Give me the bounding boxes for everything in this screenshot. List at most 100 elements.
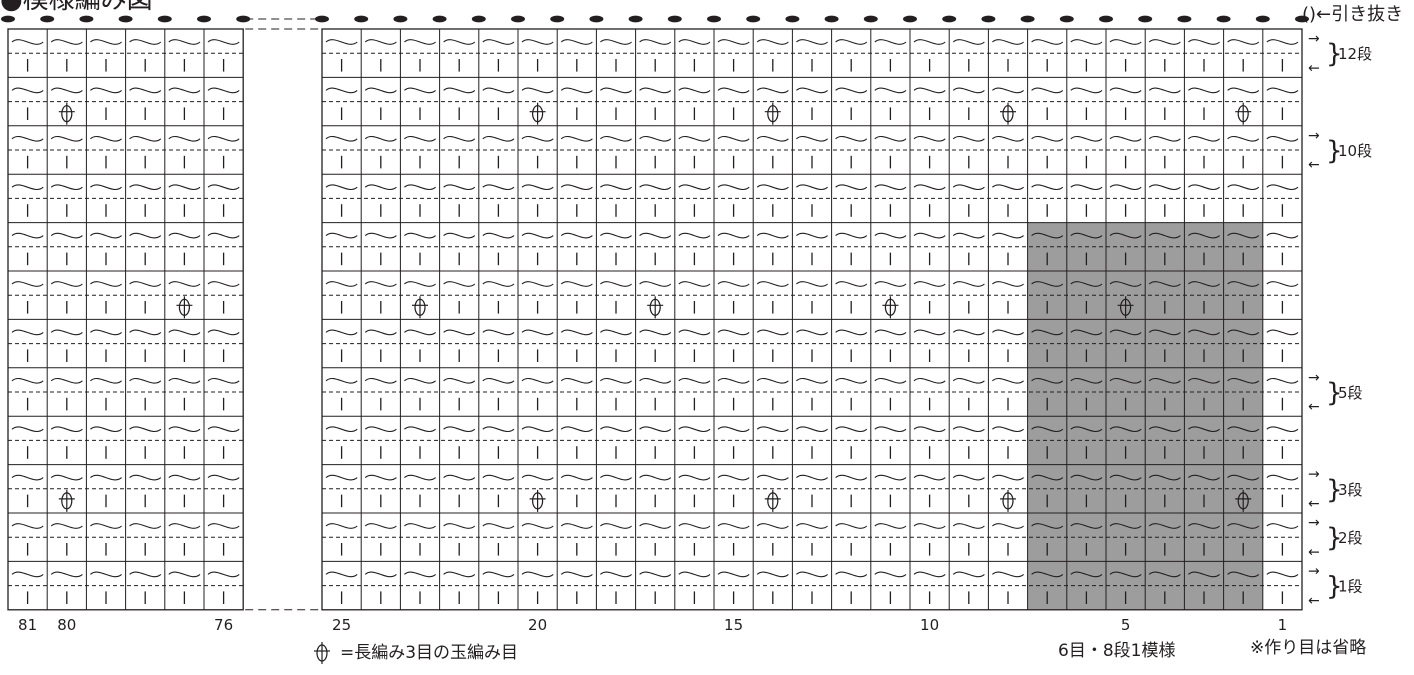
slip-stitch-symbol xyxy=(874,136,907,142)
slip-stitch-symbol xyxy=(404,523,436,529)
slip-stitch-symbol xyxy=(639,523,672,529)
slip-stitch-symbol xyxy=(1227,571,1260,578)
slip-stitch-symbol xyxy=(325,378,358,384)
slip-stitch-symbol xyxy=(600,426,632,432)
slip-stitch-symbol xyxy=(443,39,476,45)
slip-stitch-symbol xyxy=(835,281,868,287)
slip-stitch-symbol xyxy=(639,184,672,190)
bobble-symbol xyxy=(1000,489,1016,512)
slip-stitch-symbol xyxy=(1031,232,1064,239)
repeat-note: 6目・8段1模様 xyxy=(1058,641,1176,661)
slip-stitch-symbol xyxy=(560,136,593,142)
slip-stitch-symbol xyxy=(952,232,985,239)
slip-stitch-symbol xyxy=(913,232,946,239)
slip-stitch-symbol xyxy=(952,184,985,190)
slip-stitch-symbol xyxy=(1070,232,1103,239)
slip-stitch-symbol xyxy=(1188,136,1220,142)
bobble-symbol xyxy=(764,102,781,125)
chain-dot xyxy=(1099,15,1113,23)
slip-stitch-symbol xyxy=(678,39,711,45)
slip-stitch-symbol xyxy=(364,184,397,190)
slip-stitch-symbol xyxy=(1266,523,1299,529)
slip-stitch-symbol xyxy=(835,378,868,384)
drawstring-label: ()←引き抜き xyxy=(1302,4,1404,25)
slip-stitch-symbol xyxy=(50,474,83,481)
chain-dot xyxy=(903,15,917,23)
slip-stitch-symbol xyxy=(11,426,44,432)
slip-stitch-symbol xyxy=(874,523,907,529)
slip-stitch-symbol xyxy=(560,571,593,578)
slip-stitch-symbol xyxy=(482,378,515,384)
slip-stitch-symbol xyxy=(678,523,711,529)
slip-stitch-symbol xyxy=(1266,329,1299,336)
slip-stitch-symbol xyxy=(129,523,162,529)
slip-stitch-symbol xyxy=(874,571,907,578)
slip-stitch-symbol xyxy=(756,281,789,287)
slip-stitch-symbol xyxy=(521,87,554,94)
slip-stitch-symbol xyxy=(1227,523,1260,529)
row-label: 3段 xyxy=(1338,481,1363,499)
slip-stitch-symbol xyxy=(1188,39,1220,45)
row-arrow-left: ← xyxy=(1308,60,1320,76)
slip-stitch-symbol xyxy=(364,571,397,578)
slip-stitch-symbol xyxy=(678,329,711,336)
slip-stitch-symbol xyxy=(1031,87,1064,94)
slip-stitch-symbol xyxy=(678,136,711,142)
slip-stitch-symbol xyxy=(835,571,868,578)
slip-stitch-symbol xyxy=(952,281,985,287)
row-arrow-left: ← xyxy=(1308,593,1320,609)
slip-stitch-symbol xyxy=(207,87,240,94)
slip-stitch-symbol xyxy=(50,329,83,336)
slip-stitch-symbol xyxy=(1227,426,1260,432)
slip-stitch-symbol xyxy=(11,523,44,529)
slip-stitch-symbol xyxy=(874,426,907,432)
slip-stitch-symbol xyxy=(1031,39,1064,45)
bobble-symbol xyxy=(529,102,546,125)
slip-stitch-symbol xyxy=(796,329,828,336)
chain-dot xyxy=(197,15,211,23)
slip-stitch-symbol xyxy=(129,136,162,142)
bobble-symbol xyxy=(1000,102,1016,125)
slip-stitch-symbol xyxy=(678,281,711,287)
slip-stitch-symbol xyxy=(992,232,1024,239)
slip-stitch-symbol xyxy=(756,136,789,142)
slip-stitch-symbol xyxy=(364,378,397,384)
chain-dot xyxy=(550,15,565,23)
slip-stitch-symbol xyxy=(560,474,593,481)
slip-stitch-symbol xyxy=(796,184,828,190)
slip-stitch-symbol xyxy=(678,426,711,432)
slip-stitch-symbol xyxy=(207,136,240,142)
slip-stitch-symbol xyxy=(1109,474,1142,481)
slip-stitch-symbol xyxy=(482,184,515,190)
slip-stitch-symbol xyxy=(1148,39,1181,45)
slip-stitch-symbol xyxy=(874,281,907,287)
slip-stitch-symbol xyxy=(913,426,946,432)
row-brace: } xyxy=(1326,572,1343,602)
slip-stitch-symbol xyxy=(168,426,201,432)
slip-stitch-symbol xyxy=(90,426,122,432)
slip-stitch-symbol xyxy=(325,184,358,190)
slip-stitch-symbol xyxy=(678,378,711,384)
slip-stitch-symbol xyxy=(1031,523,1064,529)
bobble-symbol xyxy=(412,296,428,319)
slip-stitch-symbol xyxy=(325,523,358,529)
column-label: 15 xyxy=(724,616,743,634)
slip-stitch-symbol xyxy=(717,523,750,529)
slip-stitch-symbol xyxy=(756,571,789,578)
bobble-symbol xyxy=(58,102,75,125)
slip-stitch-symbol xyxy=(482,232,515,239)
slip-stitch-symbol xyxy=(756,184,789,190)
slip-stitch-symbol xyxy=(992,426,1024,432)
slip-stitch-symbol xyxy=(443,329,476,336)
row-label: 12段 xyxy=(1338,45,1372,63)
row-arrow-right: → xyxy=(1308,128,1320,144)
chart-title: ●模様編み図 xyxy=(0,0,153,15)
slip-stitch-symbol xyxy=(50,39,83,45)
row-arrow-right: → xyxy=(1308,515,1320,531)
row-brace: } xyxy=(1326,136,1343,166)
slip-stitch-symbol xyxy=(404,136,436,142)
slip-stitch-symbol xyxy=(952,329,985,336)
slip-stitch-symbol xyxy=(1188,378,1220,384)
slip-stitch-symbol xyxy=(90,136,122,142)
slip-stitch-symbol xyxy=(796,426,828,432)
